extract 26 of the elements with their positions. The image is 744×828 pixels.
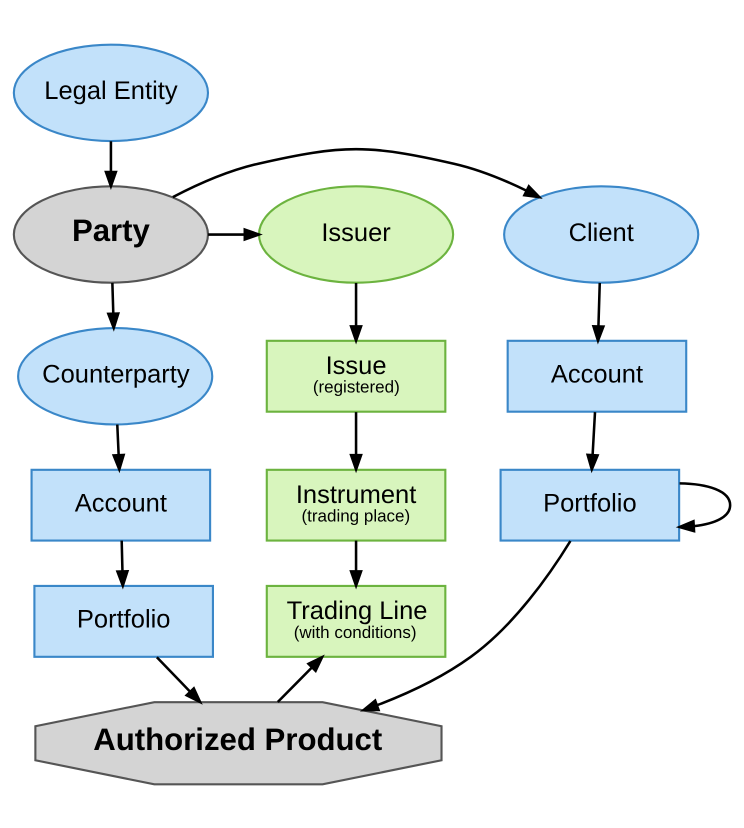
arrow	[106, 282, 120, 332]
node-box: Issue (registered)	[266, 339, 446, 412]
arrow	[349, 282, 363, 344]
arrow	[116, 540, 130, 589]
node-box: Portfolio	[33, 584, 214, 658]
arrow	[360, 540, 572, 711]
arrow	[112, 424, 126, 473]
arrow	[676, 482, 732, 532]
node-box: Portfolio	[500, 468, 680, 542]
arrow	[349, 540, 363, 589]
arrow	[592, 282, 606, 344]
arrow	[586, 412, 600, 473]
node-ellipse: Counterparty	[17, 326, 214, 425]
arrow	[104, 140, 118, 190]
arrow	[276, 654, 325, 702]
node-ellipse: Issuer	[258, 184, 454, 284]
node-box: Instrument (trading place)	[266, 468, 446, 542]
arrow	[208, 227, 263, 241]
node-box: Account	[506, 339, 688, 412]
node-ellipse: Party	[12, 184, 210, 284]
node-ellipse: Legal Entity	[12, 43, 210, 142]
arrow	[349, 412, 363, 473]
arrow	[156, 656, 203, 704]
node-box: Account	[30, 468, 212, 542]
arrow	[172, 147, 543, 198]
node-box: Trading Line (with conditions)	[266, 584, 446, 658]
